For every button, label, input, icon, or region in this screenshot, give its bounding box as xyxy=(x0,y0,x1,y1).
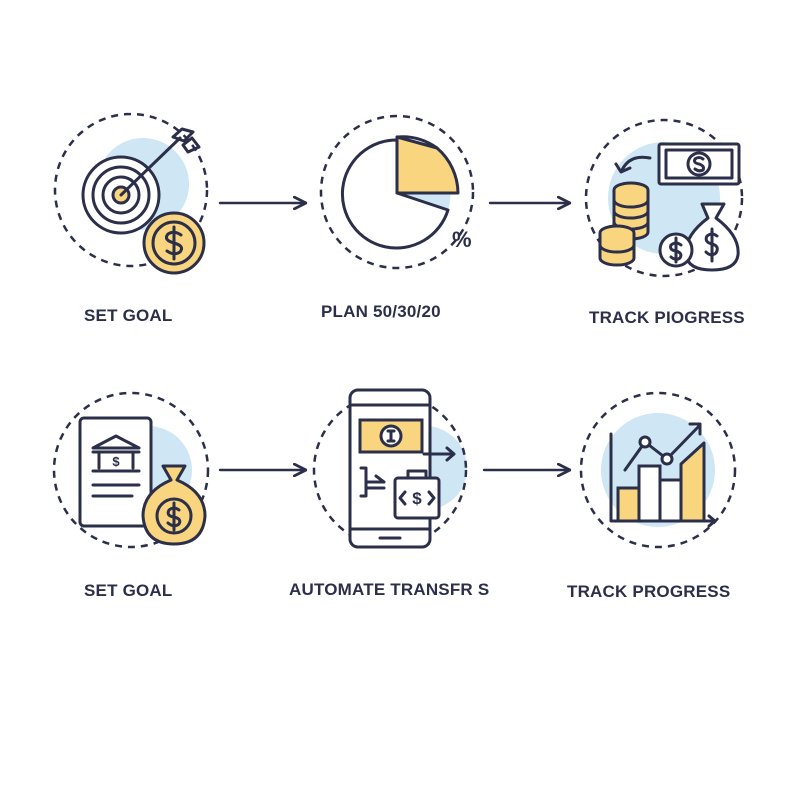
phone-transfer-icon: $ xyxy=(312,388,468,549)
step-label-set-goal-2: SET GOAL xyxy=(84,581,173,600)
svg-text:$: $ xyxy=(412,489,422,508)
svg-text:$: $ xyxy=(112,454,120,469)
pie-chart-percent-icon: % xyxy=(319,114,475,270)
money-stacks-bags-icon xyxy=(584,118,744,278)
bank-document-moneybag-icon: $ xyxy=(52,391,210,549)
bar-chart-growth-icon xyxy=(579,391,737,549)
step-label-automate: AUTOMATE TRANSFR S xyxy=(289,580,490,599)
step-label-plan: PLAN 50/30/20 xyxy=(321,302,441,321)
step-label-track-2: TRACK PROGRESS xyxy=(567,582,731,601)
target-with-coin-icon xyxy=(53,112,209,275)
step-label-set-goal-1: SET GOAL xyxy=(84,306,173,325)
step-label-track-1: TRACK PIOGRESS xyxy=(589,308,745,327)
percent-symbol: % xyxy=(452,227,472,252)
